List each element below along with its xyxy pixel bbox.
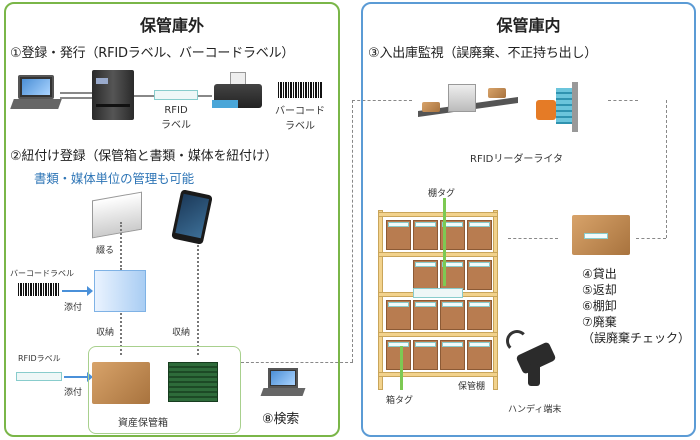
barcode-printer-icon — [212, 72, 264, 114]
connector-return — [608, 100, 638, 101]
barcode-icon — [278, 82, 323, 98]
attach-arrow-2 — [64, 372, 93, 382]
media-container-icon — [168, 362, 218, 402]
box-tag-arrow — [400, 346, 403, 390]
step3-label: ③入出庫監視（誤廃棄、不正持ち出し） — [368, 46, 598, 61]
connector-right — [666, 100, 667, 238]
rfid-label-small: RFIDラベル — [18, 354, 61, 363]
step1-label: ①登録・発行（RFIDラベル、バーコードラベル） — [10, 46, 295, 61]
connector-box-right — [636, 238, 666, 239]
shelf-caption: 保管棚 — [458, 382, 486, 392]
search-laptop-icon — [260, 368, 306, 400]
cardboard-box-icon — [92, 362, 150, 404]
conveyor-gate-icon — [418, 80, 518, 124]
arrow-bind — [120, 222, 122, 270]
box-tag-caption: 箱タグ — [386, 396, 414, 406]
step2-label: ②紐付け登録（保管箱と書類・媒体を紐付け） — [10, 149, 278, 164]
storage-shelf — [378, 210, 498, 390]
barcode-label-caption: バーコード ラベル — [275, 106, 325, 132]
op-disposal-check: （誤廃棄チェック） — [582, 331, 691, 345]
store-caption-2: 収納 — [172, 328, 191, 338]
laptop-icon — [10, 75, 62, 113]
rfid-label-icon — [154, 90, 198, 100]
barcode-label-small: バーコードラベル — [10, 269, 74, 278]
shelf-tag-arrow — [443, 198, 446, 286]
inside-panel: 保管庫内 — [361, 2, 696, 437]
barcode-small-icon — [18, 283, 60, 296]
outside-title: 保管庫外 — [139, 16, 204, 35]
attach-arrow-1 — [62, 286, 93, 296]
forklift-gate-icon — [532, 82, 594, 132]
rfid-label-caption: RFID ラベル — [161, 105, 191, 131]
asset-box-group — [88, 346, 241, 434]
connector-search — [241, 362, 353, 363]
connector-vertical — [352, 100, 353, 362]
op-loan: ④貸出 — [582, 267, 617, 281]
loan-box-icon — [572, 215, 630, 255]
handheld-terminal-icon — [504, 330, 564, 392]
bind-caption: 綴る — [96, 246, 115, 256]
connector-to-reader — [352, 100, 412, 101]
op-return: ⑤返却 — [582, 283, 617, 297]
attach-caption-1: 添付 — [64, 303, 83, 313]
inside-title: 保管庫内 — [496, 16, 561, 35]
rfid-small-icon — [16, 372, 62, 381]
outside-panel: 保管庫外 — [4, 2, 340, 437]
rfid-printer-icon — [92, 70, 134, 120]
attach-caption-2: 添付 — [64, 388, 83, 398]
file-box-icon — [94, 270, 146, 312]
op-inventory: ⑥棚卸 — [582, 299, 617, 313]
shelf-tag-caption: 棚タグ — [428, 189, 456, 199]
operations-list: ④貸出 ⑤返却 ⑥棚卸 ⑦廃棄 （誤廃棄チェック） — [582, 266, 690, 346]
connector-shelf-box — [508, 238, 558, 239]
step8-label: ⑧検索 — [262, 412, 300, 427]
step2-note: 書類・媒体単位の管理も可能 — [34, 171, 194, 186]
handheld-caption: ハンディ端末 — [508, 405, 562, 415]
arrow-store-box — [120, 313, 122, 355]
arrow-store-tablet — [197, 245, 199, 355]
op-disposal: ⑦廃棄 — [582, 315, 617, 329]
store-caption-1: 収納 — [96, 328, 115, 338]
asset-box-caption: 資産保管箱 — [118, 418, 168, 429]
reader-caption: RFIDリーダーライタ — [470, 154, 563, 165]
